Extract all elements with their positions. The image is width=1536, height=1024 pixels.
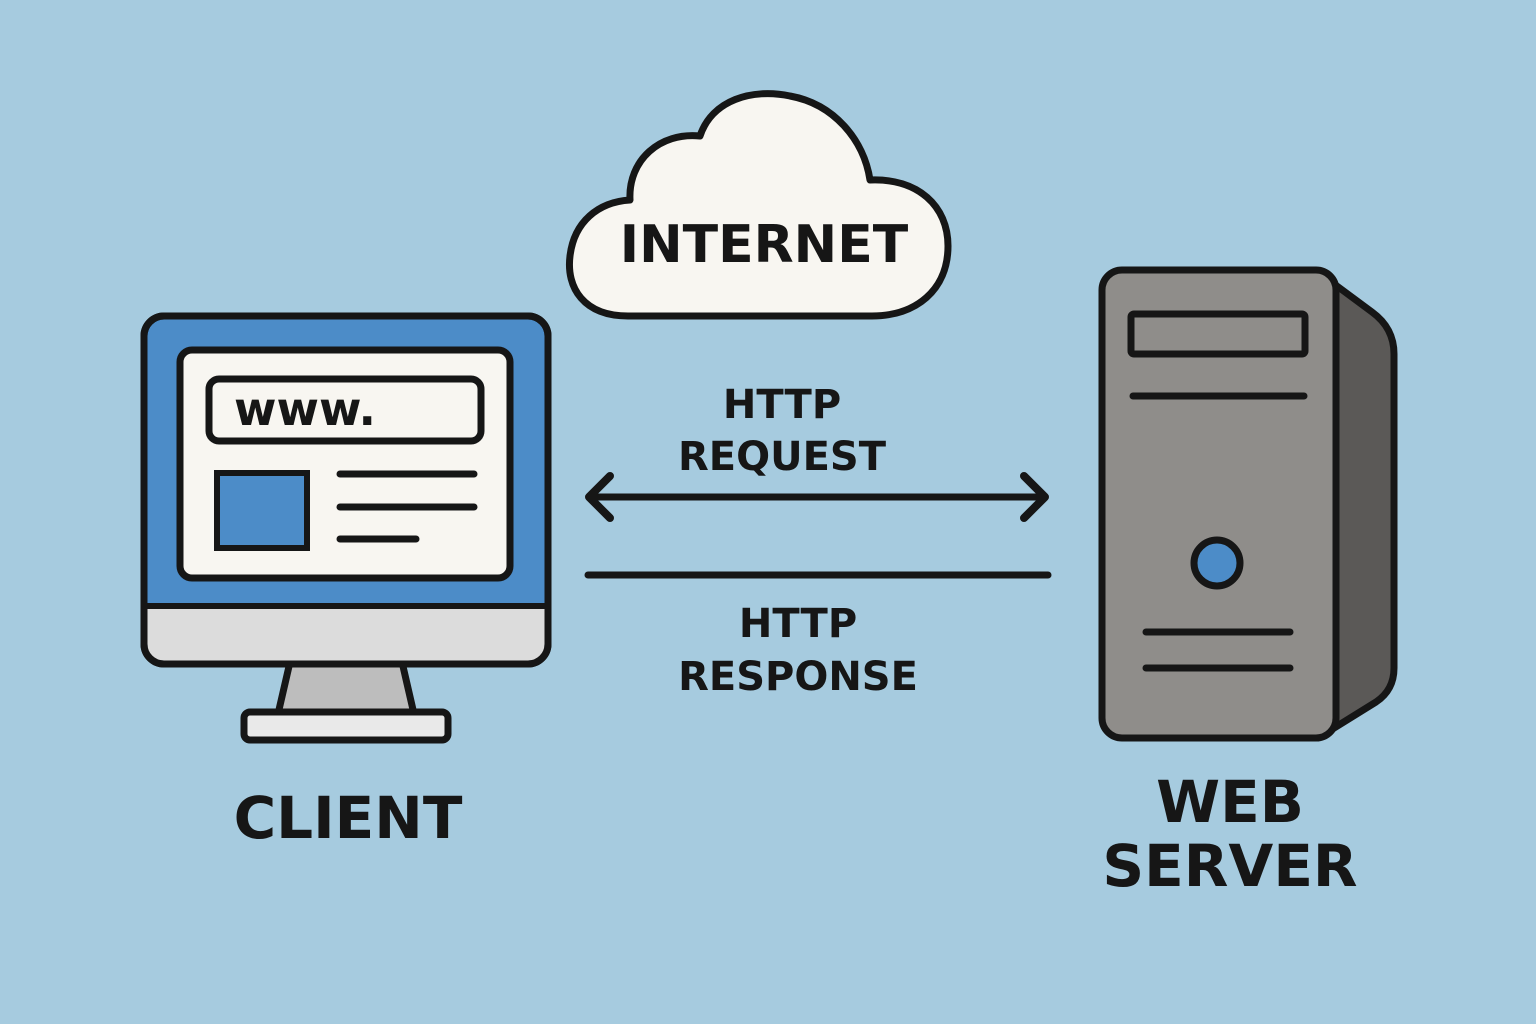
double-headed-arrow-icon — [585, 472, 1049, 522]
client-label: CLIENT — [234, 784, 463, 852]
address-bar — [205, 375, 485, 445]
address-bar-text: www. — [234, 382, 376, 436]
request-label-line1: HTTP — [723, 382, 841, 428]
request-arrow-left-head — [585, 472, 614, 522]
server-label-line1: WEB — [1156, 768, 1304, 836]
drive-bay — [1127, 310, 1309, 358]
cloud-icon — [565, 90, 952, 320]
internet-cloud: INTERNET — [565, 90, 952, 320]
client-computer: www. CLIENT — [140, 312, 552, 852]
server-tower-icon — [1098, 266, 1340, 742]
server-label-line2: SERVER — [1102, 832, 1357, 900]
monitor-stand — [274, 658, 418, 718]
http-exchange: HTTP REQUEST HTTP RESPONSE — [584, 382, 1052, 700]
power-led — [1190, 536, 1244, 590]
web-server: WEB SERVER — [1098, 266, 1398, 900]
monitor-outline — [140, 312, 552, 668]
request-label-line2: REQUEST — [678, 434, 887, 480]
monitor-base — [240, 708, 452, 744]
image-placeholder — [214, 470, 310, 551]
internet-label: INTERNET — [620, 215, 909, 275]
request-arrow-right-head — [1020, 472, 1049, 522]
monitor-chin — [147, 606, 545, 661]
response-label-line1: HTTP — [739, 601, 857, 647]
response-label-line2: RESPONSE — [678, 654, 918, 700]
